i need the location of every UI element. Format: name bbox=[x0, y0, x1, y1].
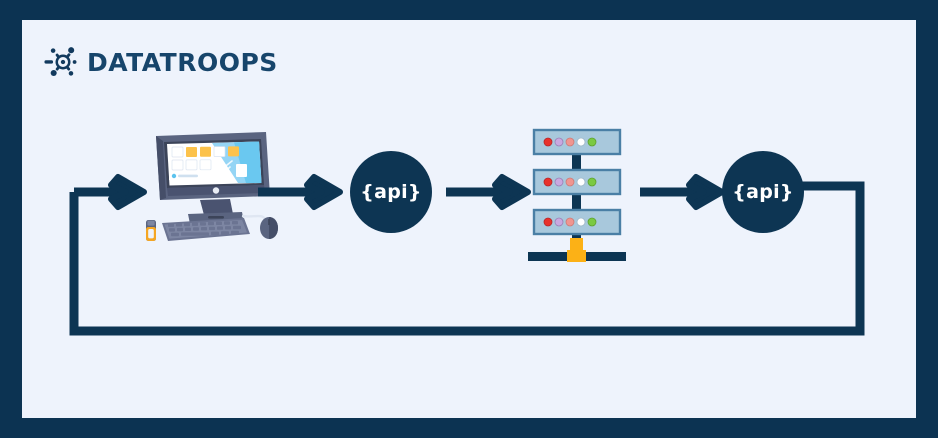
arrow-api-to-servers bbox=[446, 172, 532, 212]
brand-logo: DATATROOPS bbox=[44, 42, 278, 82]
api-node-inbound[interactable]: {api} bbox=[350, 151, 432, 233]
feedback-loop-path bbox=[69, 174, 865, 336]
api-node-outbound[interactable]: {api} bbox=[722, 151, 804, 233]
server-stack-illustration bbox=[522, 112, 632, 262]
api-node-inbound-label: {api} bbox=[360, 180, 422, 203]
diagram-canvas: DATATROOPS bbox=[22, 20, 916, 418]
flow-diagram: {api} bbox=[22, 20, 916, 418]
molecule-icon bbox=[44, 43, 82, 81]
computer-illustration bbox=[138, 128, 288, 244]
brand-name: DATATROOPS bbox=[87, 47, 278, 77]
api-node-outbound-label: {api} bbox=[732, 180, 794, 203]
arrow-workstation-to-api bbox=[258, 172, 344, 212]
arrow-servers-to-api bbox=[640, 172, 726, 212]
